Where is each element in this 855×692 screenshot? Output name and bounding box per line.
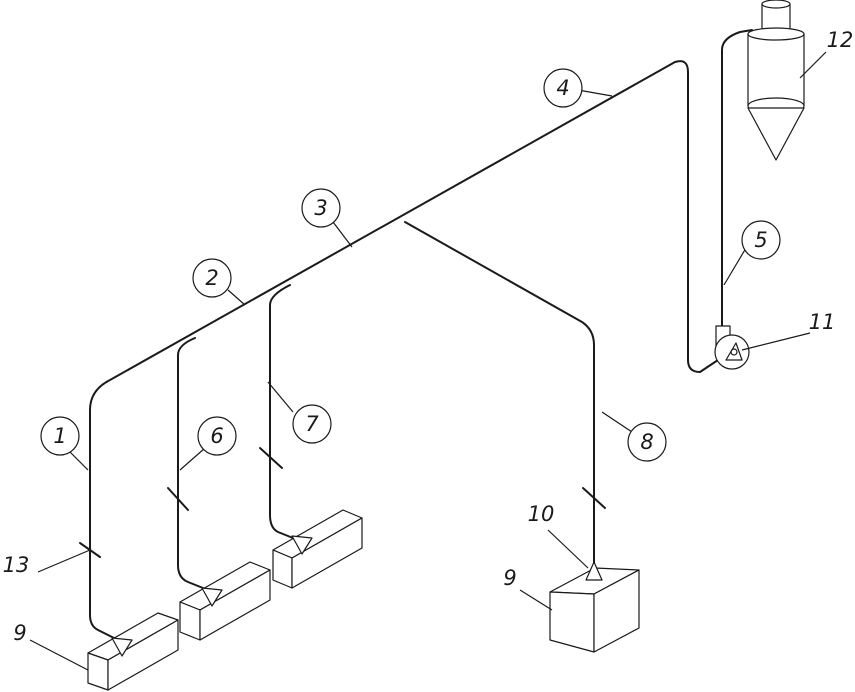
leader-7 bbox=[267, 381, 294, 413]
leader-4 bbox=[577, 89, 613, 97]
branch-duct-8 bbox=[404, 221, 595, 566]
callout-1: 1 bbox=[53, 424, 66, 448]
bubble-3 bbox=[301, 188, 341, 228]
leader-12 bbox=[799, 51, 827, 79]
leader-2 bbox=[227, 289, 246, 306]
damper-8 bbox=[582, 487, 606, 509]
callout-13: 13 bbox=[3, 553, 30, 577]
leader-1 bbox=[67, 449, 89, 471]
leader-11 bbox=[741, 332, 811, 351]
leader-9b bbox=[519, 589, 553, 611]
damper-7 bbox=[259, 447, 283, 469]
fan-11-icon bbox=[714, 325, 750, 370]
leader-9a bbox=[29, 639, 89, 671]
callout-6: 6 bbox=[210, 424, 223, 448]
callout-10: 10 bbox=[528, 502, 555, 526]
leader-6 bbox=[179, 447, 206, 471]
exhaust-box-upper bbox=[272, 509, 363, 589]
hood-6-icon bbox=[201, 587, 223, 607]
callout-7: 7 bbox=[305, 412, 319, 436]
callout-12: 12 bbox=[827, 28, 854, 52]
damper-6 bbox=[167, 487, 189, 511]
bubble-7 bbox=[292, 404, 332, 444]
callout-3: 3 bbox=[314, 196, 327, 220]
leader-13 bbox=[37, 549, 91, 573]
bubble-1 bbox=[40, 416, 80, 456]
hood-7-icon bbox=[291, 535, 313, 555]
hood-1-icon bbox=[111, 637, 133, 657]
bubble-5 bbox=[741, 220, 781, 260]
bubble-8 bbox=[627, 422, 667, 462]
bubble-6 bbox=[197, 416, 237, 456]
leader-3 bbox=[332, 221, 353, 248]
callout-8: 8 bbox=[640, 430, 653, 454]
bubble-2 bbox=[192, 258, 232, 298]
callout-9a: 9 bbox=[13, 621, 26, 645]
main-trunk-duct bbox=[89, 60, 719, 641]
callout-4: 4 bbox=[556, 76, 569, 100]
leader-5 bbox=[723, 247, 747, 286]
cyclone-12-icon bbox=[747, 0, 805, 161]
bubble-4 bbox=[543, 68, 583, 108]
exhaust-box-middle bbox=[179, 561, 271, 641]
callout-9b: 9 bbox=[503, 566, 516, 590]
riser-duct-5 bbox=[721, 29, 753, 331]
exhaust-cube-10 bbox=[549, 567, 640, 653]
hood-10-icon bbox=[585, 561, 603, 581]
branch-duct-6 bbox=[177, 337, 209, 591]
callout-11: 11 bbox=[809, 310, 836, 334]
leader-8 bbox=[601, 411, 633, 433]
branch-duct-7 bbox=[269, 284, 299, 541]
callout-2: 2 bbox=[205, 266, 218, 290]
callout-5: 5 bbox=[754, 228, 767, 252]
exhaust-box-9-left bbox=[87, 612, 179, 691]
leader-10 bbox=[547, 529, 589, 569]
